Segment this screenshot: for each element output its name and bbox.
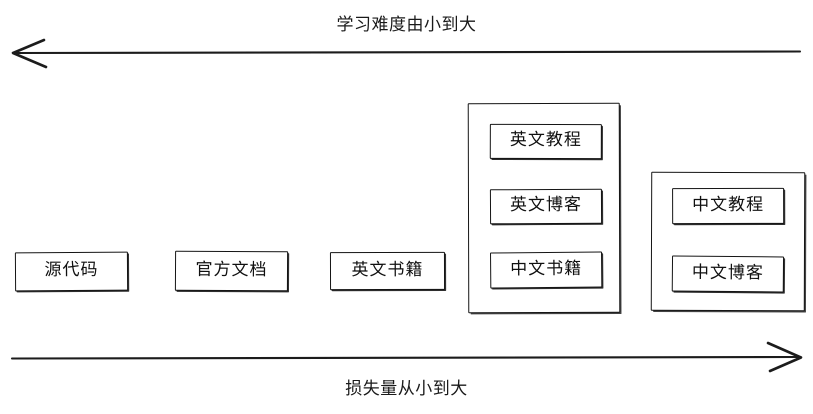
node-label: 中文博客 (691, 262, 764, 283)
arrow-right-icon (10, 341, 803, 373)
arrow-left-icon (11, 38, 802, 69)
node-label: 英文教程 (509, 129, 582, 151)
node-chinese-blog[interactable]: 中文博客 (671, 255, 785, 293)
node-label: 中文书籍 (510, 258, 583, 279)
top-axis-label: 学习难度由小到大 (336, 15, 477, 35)
node-label: 源代码 (44, 259, 99, 281)
node-english-blog[interactable]: 英文博客 (489, 188, 603, 225)
node-chinese-books[interactable]: 中文书籍 (490, 251, 603, 289)
node-official-docs[interactable]: 官方文档 (174, 250, 289, 292)
node-label: 中文教程 (692, 194, 765, 215)
node-label: 英文书籍 (351, 259, 424, 280)
node-label: 英文博客 (509, 194, 583, 216)
node-label: 官方文档 (195, 259, 268, 280)
group-english-media: 英文教程 英文博客 中文书籍 (467, 102, 621, 314)
node-chinese-tutorial[interactable]: 中文教程 (672, 187, 785, 225)
node-source-code[interactable]: 源代码 (14, 251, 129, 292)
node-english-tutorial[interactable]: 英文教程 (489, 123, 602, 160)
bottom-axis-label: 损失量从小到大 (345, 379, 468, 399)
node-english-books[interactable]: 英文书籍 (329, 251, 446, 291)
group-chinese-media: 中文教程 中文博客 (650, 171, 806, 312)
